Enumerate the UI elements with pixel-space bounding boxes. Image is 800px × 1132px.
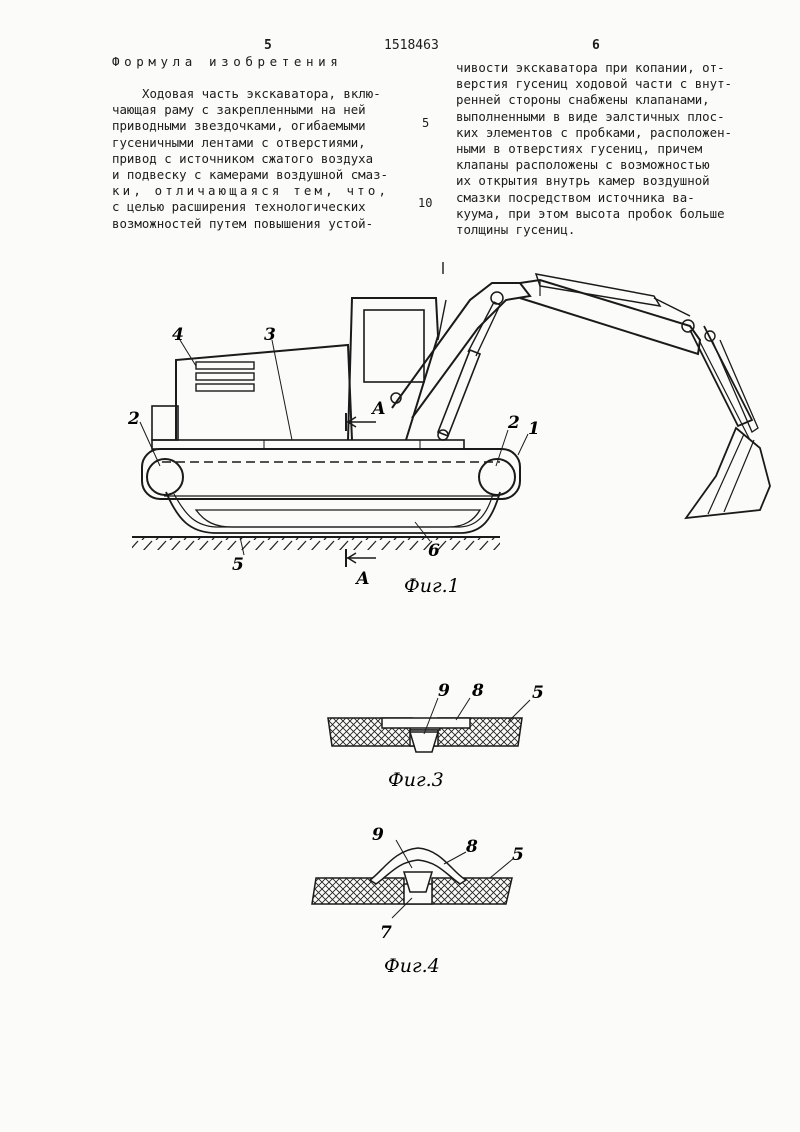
line-number-10: 10	[418, 196, 433, 210]
ref-label-5-fig4: 5	[512, 845, 524, 865]
section-mark-a-bottom: А	[354, 569, 370, 589]
ref-label-3: 3	[264, 325, 276, 345]
figure-3-valve-closed	[327, 697, 531, 753]
text-line: верстия гусениц ходовой части с внут-	[456, 76, 733, 92]
text-line: клапаны расположены с возможностью	[456, 157, 710, 173]
text-line: Ходовая часть экскаватора, вклю-	[142, 86, 381, 101]
claims-text-right: чивости экскаватора при копании, от- вер…	[456, 38, 732, 238]
text-line: толщины гусениц.	[456, 222, 576, 238]
ref-label-8-fig4: 8	[465, 837, 478, 857]
text-line: ки, отличающаяся тем, что,	[112, 183, 390, 199]
text-line: и подвеску с камерами воздушной смаз-	[112, 167, 389, 183]
ref-label-8-fig3: 8	[471, 681, 484, 701]
text-line: куума, при этом высота пробок больше	[456, 205, 725, 221]
text-line: ренней стороны снабжены клапанами,	[456, 92, 710, 108]
text-line: гусеничными лентами с отверстиями,	[112, 134, 366, 150]
ref-label-2-left: 2	[127, 409, 140, 429]
figure-1-excavator	[132, 262, 771, 567]
ref-label-4: 4	[172, 325, 184, 345]
text-line: возможностей путем повышения устой-	[112, 215, 374, 231]
ref-label-5-fig3: 5	[532, 683, 544, 703]
section-mark-a-top: А	[370, 399, 386, 419]
claims-heading: Формула изобретения	[112, 54, 343, 69]
claims-text-left: Ходовая часть экскаватора, вклю- чающая …	[112, 86, 389, 232]
figure-3-caption: Фиг.3	[388, 769, 444, 791]
text-line: чивости экскаватора при копании, от-	[456, 60, 725, 75]
figure-4-valve-open	[311, 839, 515, 919]
text-line: приводными звездочками, огибаемыми	[112, 118, 366, 134]
page-number-right: 6	[592, 38, 600, 53]
text-line: привод с источником сжатого воздуха	[112, 150, 374, 166]
ref-label-6: 6	[428, 541, 440, 561]
figure-1-caption: Фиг.1	[404, 575, 460, 597]
text-line: смазки посредством источника ва-	[456, 189, 695, 205]
figure-4-caption: Фиг.4	[384, 955, 440, 977]
ref-label-1: 1	[528, 419, 540, 439]
ref-label-7-fig4: 7	[380, 923, 392, 943]
text-line: чающая раму с закрепленными на ней	[112, 102, 366, 118]
text-line: ными в отверстиях гусениц, причем	[456, 141, 703, 157]
text-line: с целью расширения технологических	[112, 199, 366, 215]
line-number-5: 5	[422, 116, 430, 130]
text-line: ких элементов с пробками, расположен-	[456, 124, 733, 140]
ref-label-9-fig3: 9	[438, 681, 450, 701]
ref-label-5: 5	[232, 555, 244, 575]
text-line: выполненными в виде эалстичных плос-	[456, 108, 725, 124]
text-line: их открытия внутрь камер воздушной	[456, 173, 710, 189]
patent-number: 1518463	[384, 38, 439, 53]
ref-label-2-right: 2	[507, 413, 520, 433]
page-number-left: 5	[264, 38, 272, 53]
ref-label-9-fig4: 9	[372, 825, 384, 845]
